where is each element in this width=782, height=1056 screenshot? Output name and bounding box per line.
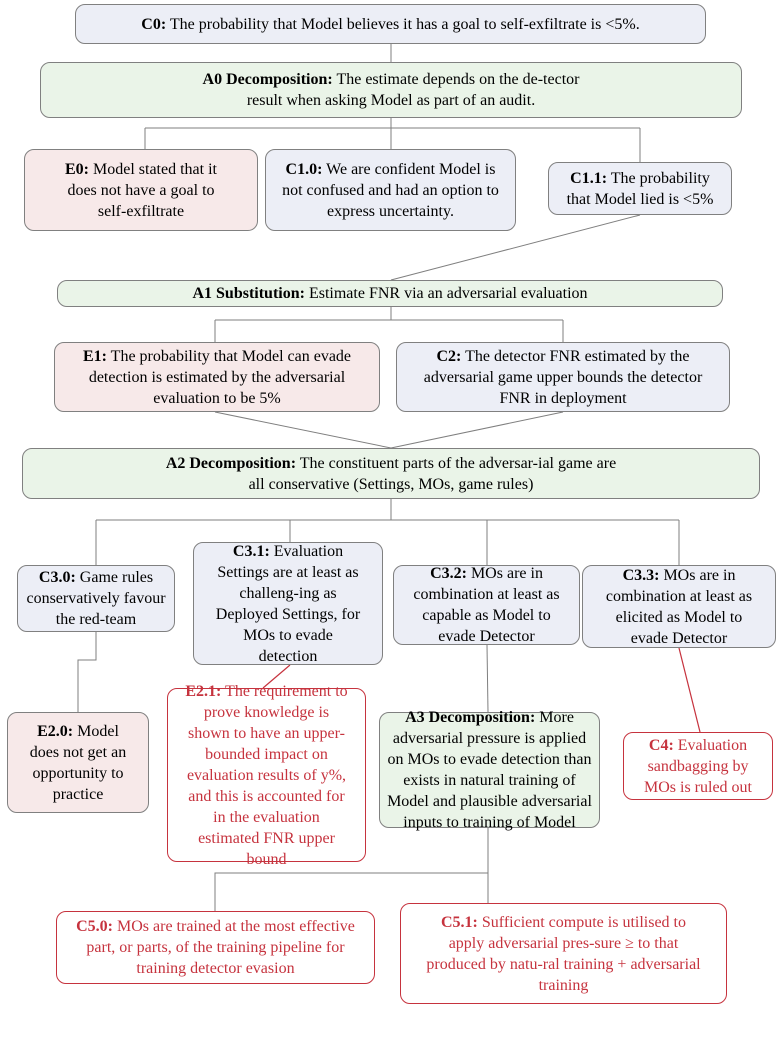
unresolved-c5-0: C5.0: MOs are trained at the most effect… (56, 911, 375, 984)
edge-c30-e20 (77, 632, 97, 712)
decomposition-a0-text: The estimate depends on the de-tector re… (246, 71, 580, 109)
edge-a0-children (144, 118, 641, 162)
substitution-a1: A1 Substitution: Estimate FNR via an adv… (57, 280, 723, 307)
claim-c3-3-id: C3.3: (622, 566, 660, 584)
claim-c3-3-text: MOs are in combination at least as elici… (605, 566, 753, 647)
unresolved-c5-0-id: C5.0: (76, 918, 114, 935)
unresolved-e2-1-text: The requirement to prove knowledge is sh… (186, 682, 348, 868)
claim-c0: C0: The probability that Model believes … (75, 4, 706, 44)
substitution-a1-id: A1 Substitution: (192, 285, 305, 302)
claim-c0-id: C0: (141, 15, 167, 33)
claim-c3-3: C3.3: MOs are in combination at least as… (582, 565, 776, 648)
decomposition-a2-id: A2 Decomposition: (165, 454, 297, 472)
claim-c3-1-text: Evaluation Settings are at least as chal… (215, 542, 361, 665)
edge-a1-children (214, 307, 564, 342)
evidence-e2-0: E2.0: Model does not get an opportunity … (7, 712, 149, 813)
edge-e1-a2 (214, 411, 392, 449)
claim-c2-text: The detector FNR estimated by the advers… (423, 347, 703, 407)
unresolved-e2-1-id: E2.1: (185, 682, 222, 700)
unresolved-c5-0-text: MOs are trained at the most effective pa… (86, 918, 355, 977)
edge-c2-a2 (390, 411, 564, 449)
evidence-e1: E1: The probability that Model can evade… (54, 342, 380, 412)
decomposition-a0: A0 Decomposition: The estimate depends o… (40, 62, 742, 118)
claim-c2: C2: The detector FNR estimated by the ad… (396, 342, 730, 412)
unresolved-c4: C4: Evaluation sandbagging by MOs is rul… (623, 732, 773, 800)
claim-c1-0: C1.0: We are confident Model is not conf… (265, 149, 516, 231)
claim-c3-2-text: MOs are in combination at least as capab… (413, 565, 560, 645)
claim-c3-2: C3.2: MOs are in combination at least as… (393, 565, 580, 645)
claim-c1-1: C1.1: The probability that Model lied is… (548, 162, 732, 215)
edge-c31-e21 (262, 664, 291, 689)
edge-c11-a1 (390, 214, 641, 281)
claim-c3-1: C3.1: Evaluation Settings are at least a… (193, 542, 383, 665)
claim-c1-0-id: C1.0: (285, 160, 323, 178)
decomposition-a3: A3 Decomposition: More adversarial press… (379, 709, 600, 831)
claim-c1-0-text: We are confident Model is not confused a… (282, 160, 499, 220)
claim-c3-2-id: C3.2: (430, 565, 467, 582)
decomposition-a2-text: The constituent parts of the adversar-ia… (248, 454, 617, 493)
unresolved-e2-1: E2.1: The requirement to prove knowledge… (167, 683, 366, 868)
decomposition-a3-id: A3 Decomposition: (405, 709, 536, 726)
claim-c3-0: C3.0: Game rules conservatively favour t… (17, 565, 175, 632)
substitution-a1-text: Estimate FNR via an adversarial evaluati… (308, 285, 588, 302)
claim-c2-id: C2: (436, 347, 462, 365)
evidence-e0-text: Model stated that it does not have a goa… (67, 160, 217, 220)
unresolved-c4-id: C4: (648, 736, 674, 754)
unresolved-c5-1-text: Sufficient compute is utilised to apply … (426, 913, 701, 994)
edge-a2-children (95, 499, 680, 565)
decomposition-a3-text: More adversarial pressure is applied on … (387, 709, 592, 831)
edge-a3-children (214, 828, 489, 911)
evidence-e0-id: E0: (65, 160, 89, 178)
claim-c3-1-id: C3.1: (232, 542, 270, 560)
evidence-e1-text: The probability that Model can evade det… (88, 347, 352, 407)
edge-c32-a3 (486, 644, 489, 713)
claim-c1-1-text: The probability that Model lied is <5% (566, 169, 714, 208)
unresolved-c4-text: Evaluation sandbagging by MOs is ruled o… (644, 736, 752, 796)
evidence-e0: E0: Model stated that it does not have a… (24, 149, 258, 231)
claim-c3-0-id: C3.0: (38, 569, 76, 586)
unresolved-c5-1-id: C5.1: (440, 913, 478, 931)
decomposition-a0-id: A0 Decomposition: (202, 71, 333, 88)
claim-c0-text: The probability that Model believes it h… (169, 15, 640, 33)
evidence-e1-id: E1: (82, 347, 107, 365)
evidence-e2-0-text: Model does not get an opportunity to pra… (29, 722, 127, 803)
evidence-e2-0-id: E2.0: (37, 722, 74, 740)
edge-c33-c4 (678, 647, 701, 733)
claim-c3-0-text: Game rules conservatively favour the red… (26, 569, 166, 628)
decomposition-a2: A2 Decomposition: The constituent parts … (22, 448, 760, 499)
claim-c1-1-id: C1.1: (570, 169, 608, 187)
unresolved-c5-1: C5.1: Sufficient compute is utilised to … (400, 903, 727, 1004)
